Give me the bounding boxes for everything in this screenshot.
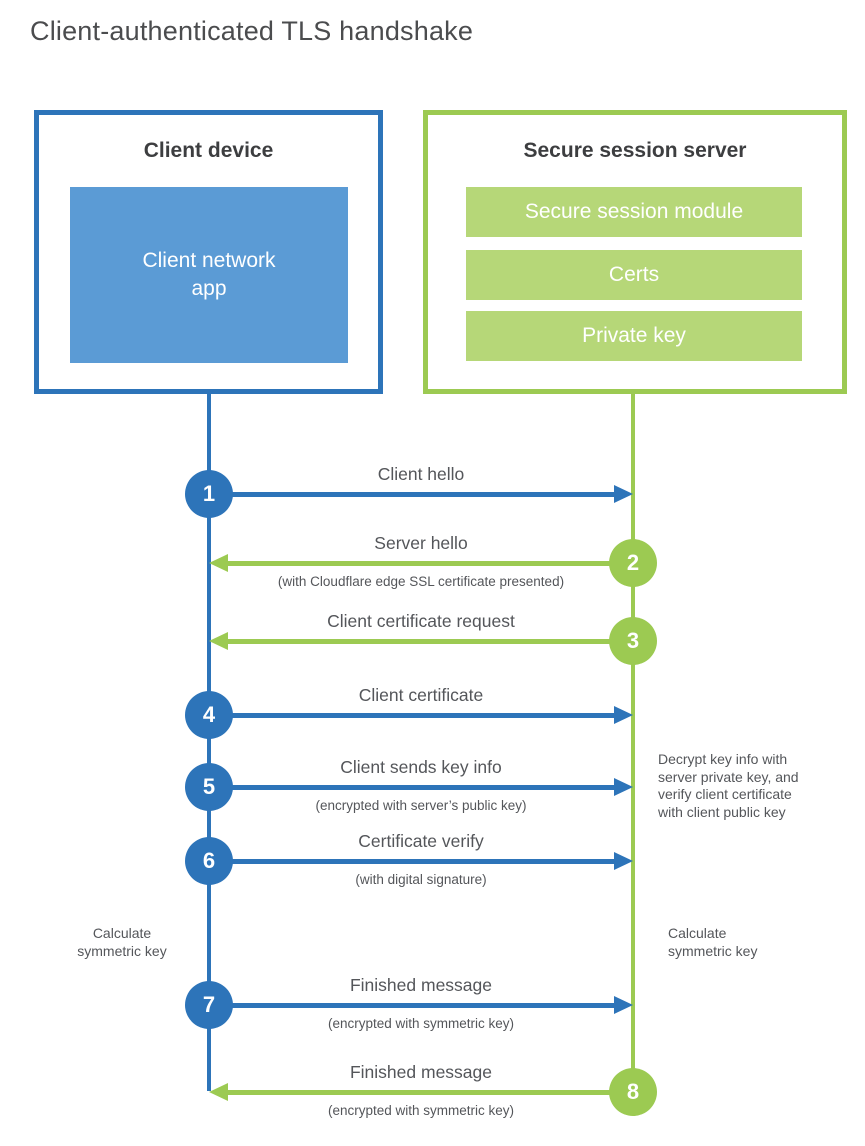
arrow-right-body [209, 785, 615, 790]
server-module-secure-session-module: Secure session module [466, 187, 802, 237]
arrow-right-head [614, 852, 633, 870]
decrypt-key-info-note: Decrypt key info with server private key… [658, 751, 799, 820]
arrow-left-head [209, 1083, 228, 1101]
step-sublabel: (encrypted with server’s public key) [315, 798, 527, 813]
calculate-symmetric-key-note-client: Calculate symmetric key [77, 925, 167, 959]
step-label: Finished message [349, 975, 493, 995]
arrow-right-body [209, 1003, 615, 1008]
arrow-right-body [209, 859, 615, 864]
step-label: Certificate verify [358, 831, 484, 851]
step-label: Client certificate request [327, 611, 515, 631]
server-module-private-key: Private key [466, 311, 802, 361]
client-network-app-box: Client network app [70, 187, 348, 363]
secure-session-server-heading: Secure session server [523, 139, 747, 162]
step-number-badge: 1 [185, 470, 233, 518]
step-sublabel: (with Cloudflare edge SSL certificate pr… [277, 574, 565, 589]
arrow-right-head [614, 485, 633, 503]
arrow-left-head [209, 632, 228, 650]
step-label: Client sends key info [340, 757, 502, 777]
arrow-left-body [227, 639, 633, 644]
server-module-certs: Certs [466, 250, 802, 300]
step-number-badge: 4 [185, 691, 233, 739]
arrow-right-body [209, 492, 615, 497]
arrow-right-head [614, 996, 633, 1014]
step-label: Finished message [349, 1062, 493, 1082]
step-number-badge: 5 [185, 763, 233, 811]
step-number-badge: 2 [609, 539, 657, 587]
arrow-left-head [209, 554, 228, 572]
step-sublabel: (encrypted with symmetric key) [327, 1016, 515, 1031]
arrow-right-head [614, 706, 633, 724]
arrow-left-body [227, 1090, 633, 1095]
step-number-badge: 3 [609, 617, 657, 665]
arrow-right-body [209, 713, 615, 718]
client-lifeline [207, 393, 211, 1091]
step-number-badge: 8 [609, 1068, 657, 1116]
server-lifeline [631, 393, 635, 1092]
client-network-app-label: Client network app [142, 248, 276, 300]
calculate-symmetric-key-note-server: Calculate symmetric key [668, 925, 758, 959]
arrow-right-head [614, 778, 633, 796]
client-device-heading: Client device [143, 139, 274, 162]
step-number-badge: 6 [185, 837, 233, 885]
step-sublabel: (with digital signature) [355, 872, 487, 887]
arrow-left-body [227, 561, 633, 566]
step-label: Server hello [374, 533, 468, 553]
step-number-badge: 7 [185, 981, 233, 1029]
step-sublabel: (encrypted with symmetric key) [327, 1103, 515, 1118]
page-title: Client-authenticated TLS handshake [30, 16, 474, 46]
step-label: Client hello [377, 464, 465, 484]
step-label: Client certificate [358, 685, 484, 705]
